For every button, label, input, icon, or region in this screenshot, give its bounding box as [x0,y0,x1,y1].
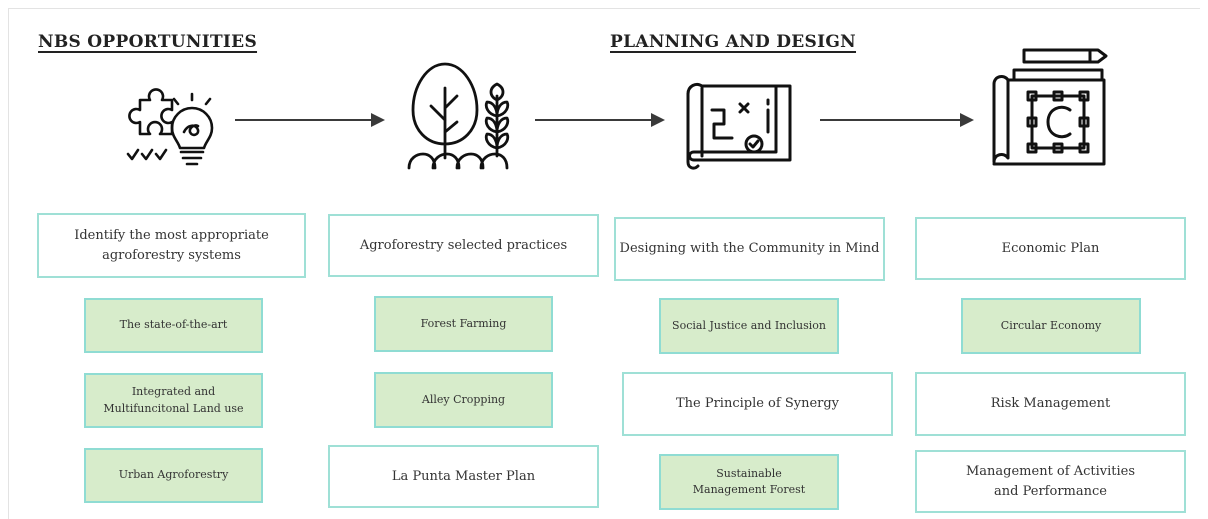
column-1-item-3-label: Urban Agroforestry [118,468,229,482]
column-3-item-3-label: Sustainable Management Forest [692,466,806,497]
column-4-header-label: Economic Plan [1001,240,1100,256]
column-2-item-1-box: Forest Farming [374,296,553,352]
column-1-item-3-box: Urban Agroforestry [84,448,263,503]
column-2-header-label: Agroforestry selected practices [359,237,568,253]
column-1-item-1-label: The state-of-the-art [119,318,228,332]
column-2-item-3-box: La Punta Master Plan [328,445,599,508]
map-blueprint-icon [686,82,792,170]
column-4-header-box: Economic Plan [915,217,1186,280]
frame-border-left [8,8,9,519]
column-3-header-label: Designing with the Community in Mind [619,241,880,257]
column-4-item-1-label: Circular Economy [1000,318,1102,332]
puzzle-lightbulb-icon [126,88,214,166]
section-title-nbs-opportunities: NBS OPPORTUNITIES [38,32,258,52]
frame-border-top [8,8,1200,9]
column-1-item-2-box: Integrated and Multifuncitonal Land use [84,373,263,428]
column-4-item-2-label: Risk Management [990,396,1111,412]
section-title-planning-design: PLANNING AND DESIGN [610,32,857,52]
design-plan-icon [992,48,1108,166]
column-4-item-2-box: Risk Management [915,372,1186,436]
column-1-header-label: Identify the most appropriate agroforest… [74,228,269,263]
column-2-item-2-label: Alley Cropping [421,392,506,406]
column-4-item-3-box: Management of Activities and Performance [915,450,1186,513]
flow-arrow-3 [820,113,974,127]
column-2-header-box: Agroforestry selected practices [328,214,599,277]
column-2-item-3-label: La Punta Master Plan [391,468,536,484]
column-3-item-1-box: Social Justice and Inclusion [659,298,839,354]
column-1-item-2-label: Integrated and Multifuncitonal Land use [103,385,244,415]
column-1-item-1-box: The state-of-the-art [84,298,263,353]
column-3-header-box: Designing with the Community in Mind [614,217,885,281]
column-1-header-box: Identify the most appropriate agroforest… [37,213,306,278]
column-3-item-1-label: Social Justice and Inclusion [672,318,826,332]
column-4-item-1-box: Circular Economy [961,298,1141,354]
flow-arrow-1 [235,113,385,127]
column-3-item-2-box: The Principle of Synergy [622,372,893,436]
column-3-item-3-box: Sustainable Management Forest [659,454,839,510]
column-3-item-2-label: The Principle of Synergy [675,396,840,412]
column-4-item-3-label: Management of Activities and Performance [965,464,1136,499]
column-2-item-1-label: Forest Farming [420,316,507,330]
flow-arrow-2 [535,113,665,127]
tree-wheat-icon [407,62,510,170]
column-2-item-2-box: Alley Cropping [374,372,553,428]
